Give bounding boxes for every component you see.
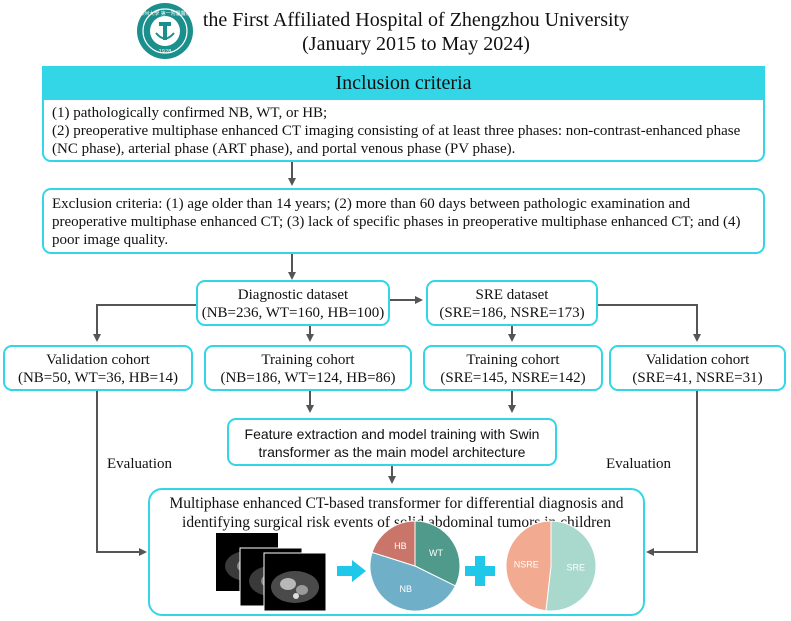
evaluation-label-right: Evaluation [606, 456, 671, 472]
diagnostic-dataset-box: Diagnostic dataset (NB=236, WT=160, HB=1… [196, 280, 390, 326]
arrow-diagnostic-validation [93, 304, 196, 342]
validation-cohort-left-box: Validation cohort (NB=50, WT=36, HB=14) [3, 345, 193, 391]
process-arrow [337, 560, 366, 582]
final-model-title-line-2: identifying surgical risk events of soli… [182, 514, 611, 531]
exclusion-criteria-box: Exclusion criteria: (1) age older than 1… [42, 188, 765, 254]
sre-dataset-counts: (SRE=186, NSRE=173) [439, 305, 585, 321]
validation-cohort-right-title: Validation cohort [645, 352, 750, 368]
arrow-valright-final [646, 391, 698, 556]
training-cohort-right-box: Training cohort (SRE=145, NSRE=142) [423, 345, 603, 391]
pie-left-label-nb: NB [399, 584, 412, 594]
pie-right-slice-sre [545, 520, 597, 612]
evaluation-label-left: Evaluation [107, 456, 172, 472]
inclusion-item-2: (2) preoperative multiphase enhanced CT … [52, 123, 741, 157]
pie-left-slice-nb [369, 551, 457, 612]
pie-right-label-sre: SRE [566, 562, 585, 572]
validation-cohort-left-title: Validation cohort [46, 352, 150, 368]
sre-dataset-box: SRE dataset (SRE=186, NSRE=173) [426, 280, 598, 326]
inclusion-criteria-box: (1) pathologically confirmed NB, WT, or … [42, 98, 765, 162]
diagnostic-dataset-title: Diagnostic dataset [237, 287, 349, 303]
header-line-2: (January 2015 to May 2024) [302, 33, 530, 55]
arrow-sre-validation [598, 304, 701, 342]
training-cohort-right-counts: (SRE=145, NSRE=142) [440, 370, 586, 386]
plus-sign [465, 556, 495, 586]
validation-cohort-right-counts: (SRE=41, NSRE=31) [632, 370, 763, 386]
training-cohort-left-title: Training cohort [261, 352, 355, 368]
pie-left-label-hb: HB [394, 541, 407, 551]
exclusion-text: Exclusion criteria: (1) age older than 1… [52, 196, 741, 248]
header-title: the First Affiliated Hospital of Zhengzh… [196, 8, 636, 56]
inclusion-title: Inclusion criteria [335, 72, 472, 94]
sre-dataset-title: SRE dataset [475, 287, 549, 303]
final-model-title-line-1: Multiphase enhanced CT-based transformer… [169, 495, 624, 512]
final-model-title: Multiphase enhanced CT-based transformer… [150, 494, 643, 532]
arrow-valleft-final [96, 391, 147, 556]
feature-extraction-line-2: transformer as the main model architectu… [258, 444, 526, 460]
feature-extraction-line-1: Feature extraction and model training wi… [244, 426, 540, 442]
ct-image-stack [216, 533, 327, 612]
pie-left-slice-wt [414, 520, 461, 587]
training-cohort-left-box: Training cohort (NB=186, WT=124, HB=86) [204, 345, 412, 391]
inclusion-header-bar: Inclusion criteria [42, 66, 765, 100]
validation-cohort-right-box: Validation cohort (SRE=41, NSRE=31) [609, 345, 786, 391]
pie-right-slice-nsre [505, 520, 552, 612]
pie-left-slice-hb [371, 520, 416, 567]
pie-chart-surgical-risk: SRE NSRE [505, 520, 597, 612]
pie-left-label-wt: WT [429, 548, 443, 558]
header-line-1: the First Affiliated Hospital of Zhengzh… [202, 9, 630, 31]
training-cohort-right-title: Training cohort [466, 352, 560, 368]
feature-extraction-box: Feature extraction and model training wi… [227, 418, 557, 466]
training-cohort-left-counts: (NB=186, WT=124, HB=86) [220, 370, 396, 386]
pie-chart-tumor-types: WT NB HB [369, 520, 461, 612]
inclusion-item-1: (1) pathologically confirmed NB, WT, or … [52, 105, 328, 121]
diagnostic-dataset-counts: (NB=236, WT=160, HB=100) [201, 305, 385, 321]
validation-cohort-left-counts: (NB=50, WT=36, HB=14) [17, 370, 179, 386]
pie-right-label-nsre: NSRE [514, 560, 539, 570]
